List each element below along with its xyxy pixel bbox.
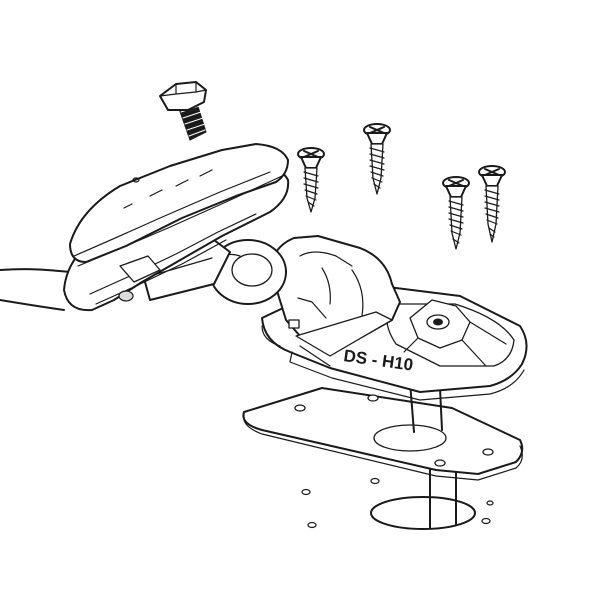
- mounting-hole: [370, 469, 476, 530]
- wood-screw-icon: [363, 123, 391, 195]
- cable: [0, 268, 71, 311]
- surface-hole-marks: [301, 477, 494, 529]
- wood-screw-icon: [297, 147, 325, 213]
- hex-bolt-icon: [159, 81, 207, 141]
- base-plate: [242, 387, 524, 481]
- wood-screw-icon: [442, 176, 470, 250]
- wood-screw-icon: [478, 165, 506, 243]
- mount-bracket: [261, 235, 528, 401]
- transducer: [63, 143, 290, 312]
